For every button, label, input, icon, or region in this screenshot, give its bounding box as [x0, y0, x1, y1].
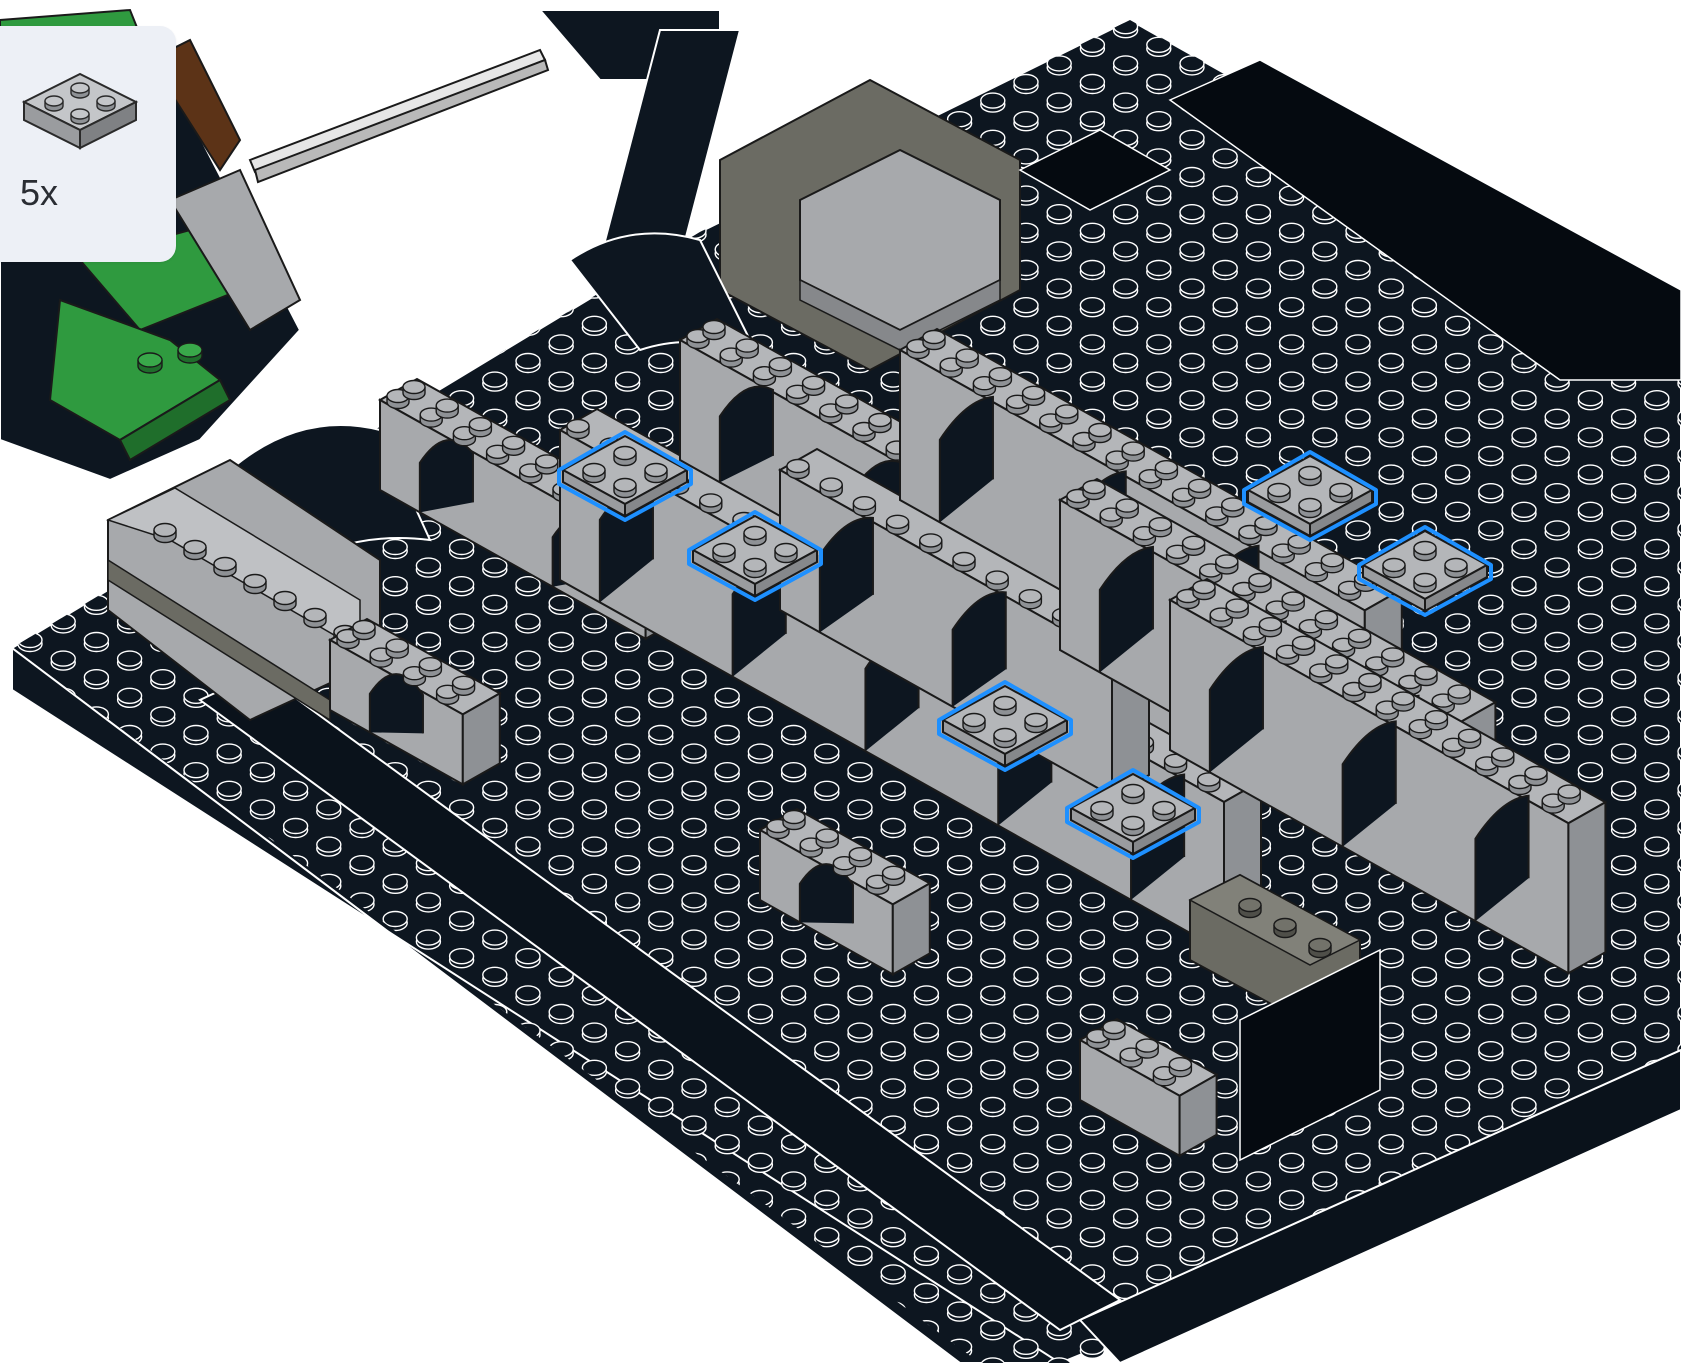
parts-callout: 5x — [0, 26, 176, 262]
part-quantity: 5x — [20, 172, 58, 214]
plate-2x2-icon — [20, 64, 140, 154]
